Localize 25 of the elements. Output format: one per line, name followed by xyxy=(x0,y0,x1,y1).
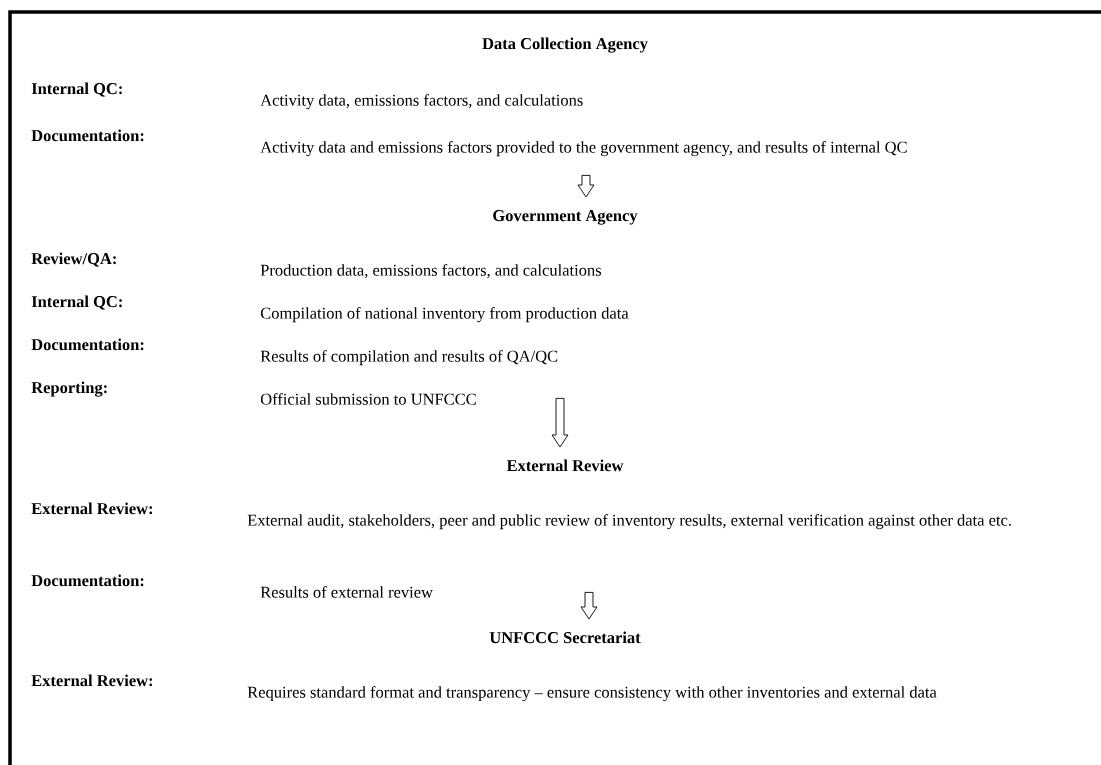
section-heading: UNFCCC Secretariat xyxy=(489,631,641,644)
section-heading: Data Collection Agency xyxy=(482,37,648,53)
row-text: Results of external review xyxy=(260,586,433,598)
row-label: Review/QA: xyxy=(31,252,116,267)
row-text: Results of compilation and results of QA/QC xyxy=(260,350,558,366)
row-label: Reporting: xyxy=(31,381,107,397)
arrow xyxy=(577,174,595,198)
row-label: Documentation: xyxy=(31,129,144,142)
row-label: External Review: xyxy=(31,502,153,515)
arrow xyxy=(580,591,598,620)
arrow xyxy=(551,397,569,448)
section-heading: External Review xyxy=(506,459,624,472)
row-label: Documentation: xyxy=(31,338,144,351)
row-label: Documentation: xyxy=(31,574,144,587)
section-heading: Government Agency xyxy=(493,210,638,225)
row-text: External audit, stakeholders, peer and public review of inventory results, external verification against other data etc. xyxy=(247,514,1011,530)
row-text: Activity data and emissions factors provided to the government agency, and results of internal QC xyxy=(260,141,907,157)
row-text: Activity data, emissions factors, and calculations xyxy=(260,94,583,110)
row-text: Requires standard format and transparency – ensure consistency with other inventories and external data xyxy=(247,686,937,702)
row-text: Official submission to UNFCCC xyxy=(260,393,476,405)
row-text: Production data, emissions factors, and calculations xyxy=(260,264,601,279)
row-label: Internal QC: xyxy=(31,295,122,310)
row-label: Internal QC: xyxy=(31,82,122,97)
row-label: External Review: xyxy=(31,674,153,687)
row-text: Compilation of national inventory from production data xyxy=(260,307,629,323)
